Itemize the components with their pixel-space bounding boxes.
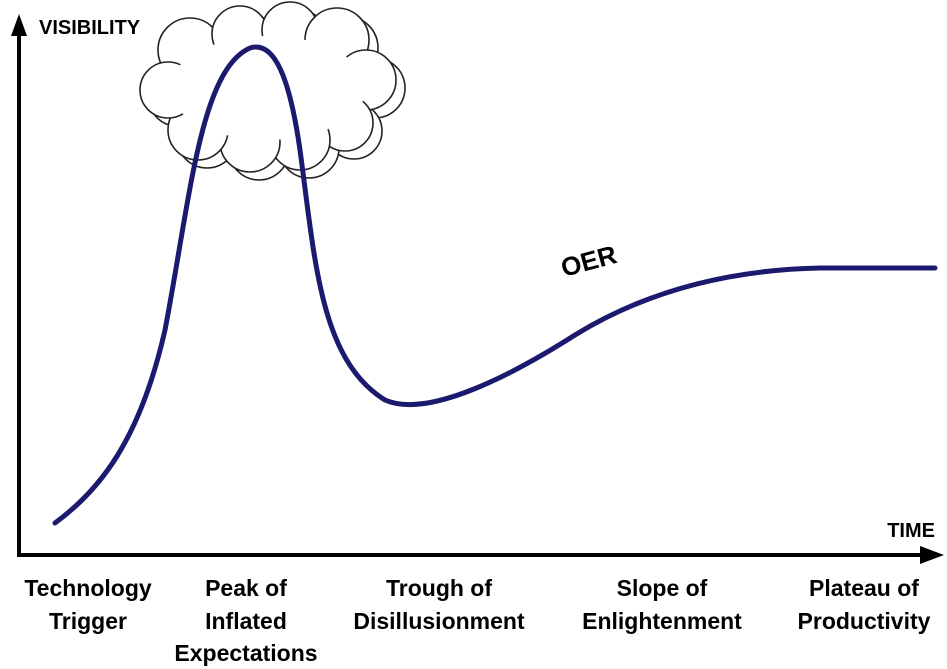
phase-plateau-of-productivity: Plateau of Productivity xyxy=(798,575,931,634)
phase-peak-line-1: Peak of xyxy=(205,575,287,601)
phase-peak-line-3: Expectations xyxy=(174,640,317,666)
y-axis-label: VISIBILITY xyxy=(39,17,141,39)
phase-labels: Technology Trigger Peak of Inflated Expe… xyxy=(24,575,930,666)
phase-technology-trigger-line-1: Technology xyxy=(24,575,152,601)
phase-slope-of-enlightenment: Slope of Enlightenment xyxy=(582,575,742,634)
y-axis-arrow xyxy=(11,14,27,36)
phase-technology-trigger: Technology Trigger xyxy=(24,575,152,634)
phase-slope-line-1: Slope of xyxy=(617,575,708,601)
phase-peak-of-inflated-expectations: Peak of Inflated Expectations xyxy=(174,575,317,666)
oer-annotation: OER xyxy=(558,239,620,283)
x-axis-label: TIME xyxy=(887,520,935,542)
phase-slope-line-2: Enlightenment xyxy=(582,608,742,634)
phase-trough-of-disillusionment: Trough of Disillusionment xyxy=(353,575,525,634)
phase-peak-line-2: Inflated xyxy=(205,608,287,634)
phase-technology-trigger-line-2: Trigger xyxy=(49,608,127,634)
phase-trough-line-2: Disillusionment xyxy=(353,608,525,634)
x-axis-arrow xyxy=(920,546,944,564)
phase-plateau-line-1: Plateau of xyxy=(809,575,919,601)
cloud-icon xyxy=(139,1,406,181)
hype-curve xyxy=(52,44,938,526)
phase-trough-line-1: Trough of xyxy=(386,575,492,601)
axes xyxy=(11,14,944,564)
phase-plateau-line-2: Productivity xyxy=(798,608,931,634)
